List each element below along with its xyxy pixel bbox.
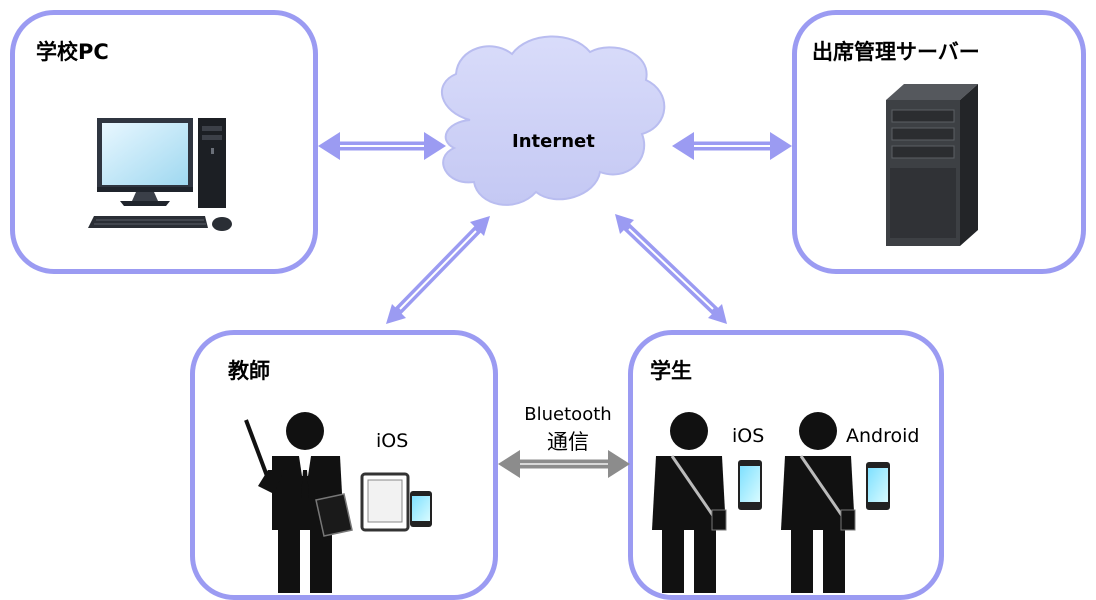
phone-icon <box>738 460 762 510</box>
arrow-internet-teacher <box>386 216 490 324</box>
arrow-pc-internet <box>318 132 446 160</box>
school-pc-title: 学校PC <box>36 40 109 64</box>
bluetooth-arrow <box>498 450 630 478</box>
phone-icon <box>866 462 890 510</box>
student-title: 学生 <box>650 359 692 383</box>
student-os-label-android: Android <box>846 425 920 447</box>
desktop-computer-icon <box>88 118 232 231</box>
arrow-internet-student <box>615 214 727 324</box>
bluetooth-label: Bluetooth <box>524 404 612 425</box>
server-title: 出席管理サーバー <box>812 40 980 64</box>
internet-label: Internet <box>512 131 595 152</box>
arrow-internet-server <box>672 132 792 160</box>
teacher-title: 教師 <box>228 359 270 383</box>
communication-label: 通信 <box>547 430 589 454</box>
teacher-person-icon <box>244 412 353 593</box>
tablet-icon <box>360 472 410 532</box>
student-os-label-ios: iOS <box>732 425 765 447</box>
teacher-os-label: iOS <box>376 430 409 452</box>
student-person-icon <box>781 412 856 593</box>
cloud-icon <box>440 35 666 206</box>
phone-icon <box>410 491 432 527</box>
student-person-icon <box>652 412 727 593</box>
server-tower-icon <box>886 84 978 246</box>
